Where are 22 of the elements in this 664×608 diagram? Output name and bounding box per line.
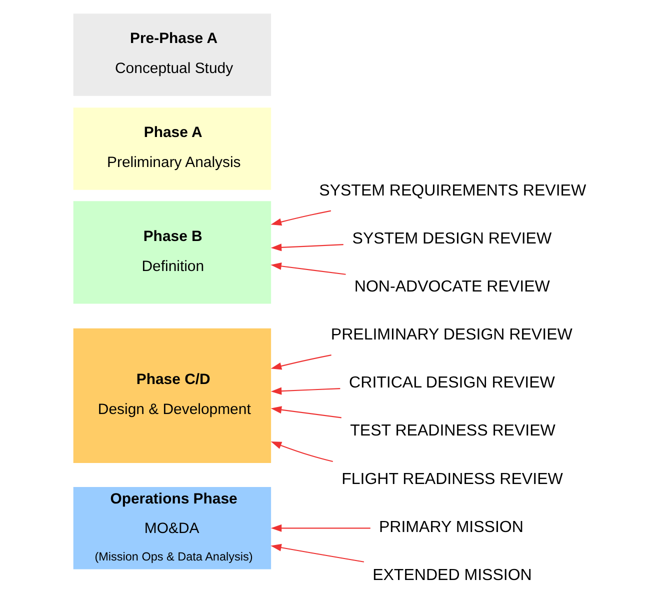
arrow bbox=[270, 442, 332, 462]
node-box: Phase A Preliminary Analysis bbox=[70, 106, 273, 192]
node-text: SYSTEM REQUIREMENTS REVIEW bbox=[318, 181, 586, 200]
node-text: FLIGHT READINESS REVIEW bbox=[341, 470, 562, 488]
node-text: SYSTEM DESIGN REVIEW bbox=[352, 229, 552, 248]
node-text: NON-ADVOCATE REVIEW bbox=[354, 277, 550, 296]
node-box: Phase C/D Design & Development bbox=[70, 326, 273, 466]
arrow bbox=[270, 262, 346, 275]
arrow bbox=[270, 354, 331, 370]
arrow bbox=[270, 406, 341, 418]
arrow bbox=[270, 544, 364, 562]
node-text: PRIMARY MISSION bbox=[378, 518, 523, 536]
arrow bbox=[270, 244, 343, 252]
arrow bbox=[270, 210, 331, 226]
node-text: PRELIMINARY DESIGN REVIEW bbox=[330, 326, 572, 344]
node-box: Operations Phase MO&DA (Mission Ops & Data Analysis) bbox=[70, 484, 273, 572]
arrow bbox=[270, 387, 340, 395]
node-text: EXTENDED MISSION bbox=[372, 566, 532, 584]
arrow bbox=[270, 524, 370, 532]
node-text: TEST READINESS REVIEW bbox=[350, 422, 555, 440]
node-box: Phase B Definition bbox=[70, 199, 273, 306]
node-text: CRITICAL DESIGN REVIEW bbox=[348, 374, 554, 392]
